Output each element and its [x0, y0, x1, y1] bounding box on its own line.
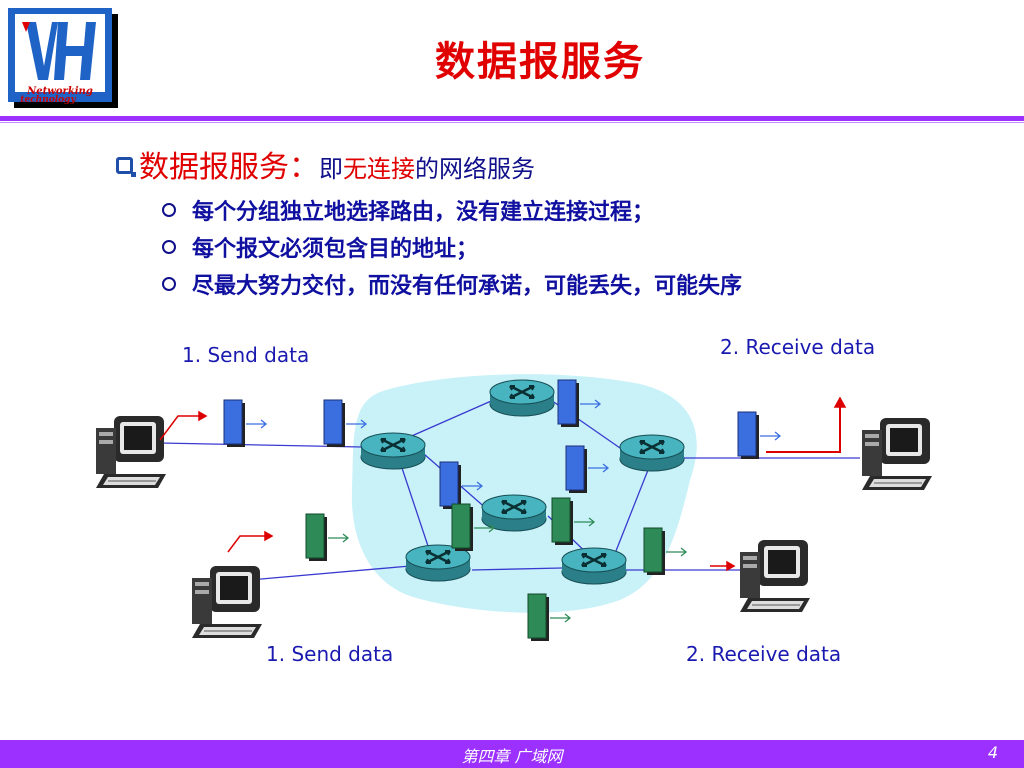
logo-caption-line2: technology	[20, 95, 76, 105]
packet-arrows	[246, 399, 782, 623]
blue-packet	[223, 399, 246, 448]
sub-bullet-item: 每个分组独立地选择路由，没有建立连接过程；	[162, 194, 742, 231]
blue-packet	[565, 445, 588, 494]
blue-packet	[439, 461, 462, 510]
main-bullet-suffix: 的网络服务	[415, 155, 535, 183]
send-receive-arrows	[159, 396, 847, 572]
main-bullet-term: 数据报服务：	[139, 150, 319, 185]
receive-data-label-bottom: 2. Receive data	[686, 642, 841, 666]
host-bottom-left	[191, 565, 263, 639]
host-top-right	[861, 417, 933, 491]
green-packet	[527, 593, 550, 642]
sub-bullet-item: 尽最大努力交付，而没有任何承诺，可能丢失，可能失序	[162, 268, 742, 305]
blue-packet	[557, 379, 580, 428]
circle-bullet-icon	[162, 203, 176, 217]
green-packet	[451, 503, 474, 552]
green-packet	[305, 513, 328, 562]
footer-chapter: 第四章 广域网	[461, 747, 563, 766]
router-3	[618, 433, 686, 473]
router-6	[560, 546, 628, 586]
green-packet	[551, 497, 574, 546]
main-bullet-highlight: 无连接	[343, 155, 415, 183]
host-top-left	[95, 415, 167, 489]
router-2	[488, 378, 556, 418]
circle-bullet-icon	[162, 277, 176, 291]
send-data-label-top: 1. Send data	[182, 343, 309, 367]
blue-packet	[323, 399, 346, 448]
slide-title: 数据报服务	[435, 39, 645, 85]
title-divider	[0, 116, 1024, 124]
vh-networking-logo: Networking technology	[8, 8, 118, 108]
main-bullet-prefix: 即	[319, 155, 343, 183]
page-number: 4	[987, 743, 998, 762]
logo-caption-line1: Networking	[26, 86, 93, 97]
router-1	[359, 431, 427, 471]
main-bullet: 数据报服务：即无连接的网络服务	[116, 150, 535, 186]
footer-bar: 第四章 广域网 4	[0, 740, 1024, 768]
green-packet	[643, 527, 666, 576]
send-data-label-bottom: 1. Send data	[266, 642, 393, 666]
datagram-network-diagram: 1. Send data 2. Receive data 1. Send dat…	[95, 335, 933, 666]
blue-packet	[737, 411, 760, 460]
square-bullet-icon	[116, 157, 136, 177]
sub-bullet-item: 每个报文必须包含目的地址；	[162, 231, 742, 268]
sub-bullet-list: 每个分组独立地选择路由，没有建立连接过程； 每个报文必须包含目的地址； 尽最大努…	[162, 194, 742, 305]
receive-data-label-top: 2. Receive data	[720, 335, 875, 359]
circle-bullet-icon	[162, 240, 176, 254]
host-bottom-right	[739, 539, 811, 613]
